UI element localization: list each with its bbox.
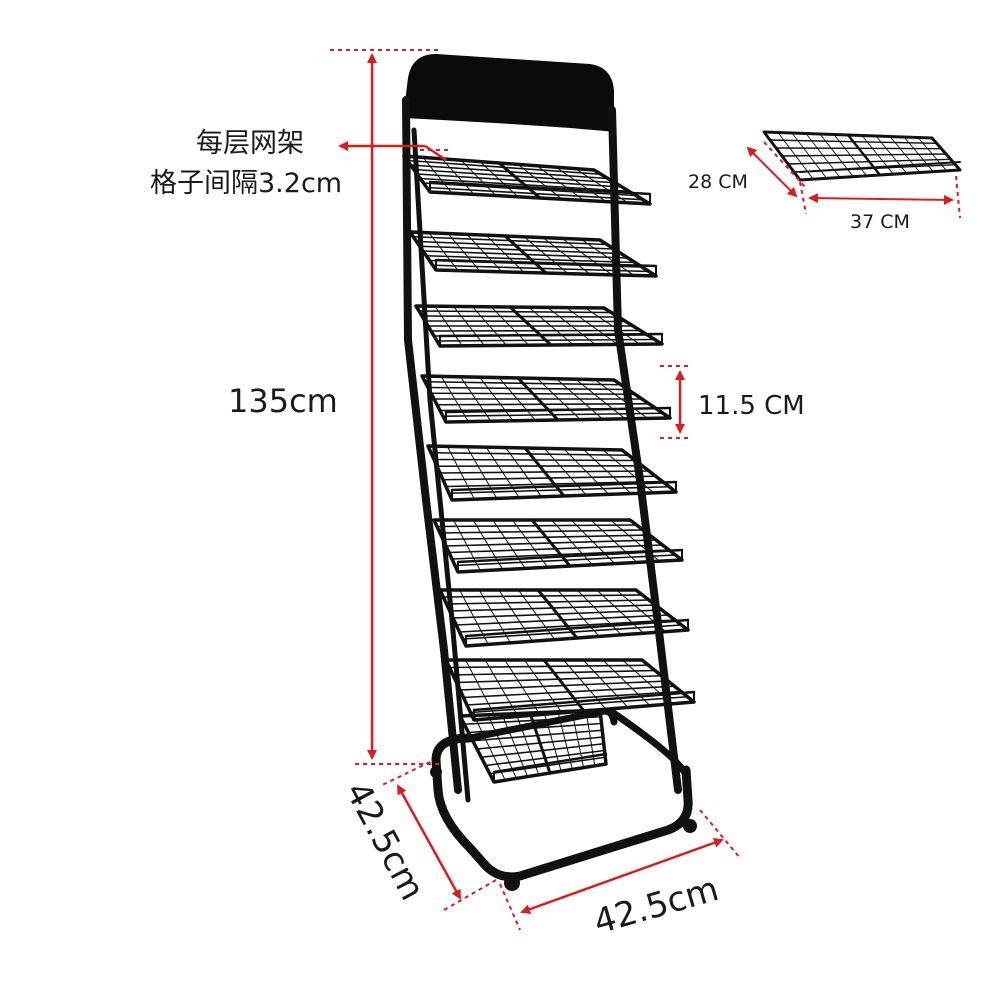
layer-label-line2: 格子间隔3.2cm [150, 168, 342, 199]
wire-shelf [402, 154, 652, 206]
caster-wheel [683, 819, 697, 833]
tray-width-label: 37 CM [850, 211, 910, 233]
tray-depth-label: 28 CM [688, 171, 748, 193]
height-dimension [330, 49, 440, 765]
rack-uprights [402, 96, 682, 803]
caster-wheel [430, 766, 442, 778]
wire-shelf [414, 304, 664, 348]
height-label: 135cm [228, 382, 338, 420]
base-rail-back [608, 708, 690, 780]
base-width-dimension [499, 809, 741, 931]
shelf-gap-dimension [660, 365, 690, 439]
layer-label-line1: 每层网架 [196, 128, 304, 159]
wire-shelf [408, 230, 658, 278]
caster-wheel [504, 875, 520, 891]
rack-header-panel [403, 54, 614, 132]
wire-shelf [438, 588, 690, 648]
wire-shelf [458, 708, 608, 784]
wire-display-rack [402, 54, 697, 891]
shelf-gap-label: 11.5 CM [698, 391, 805, 421]
single-tray-detail [762, 130, 962, 182]
tray-dimensions [746, 141, 961, 219]
wire-shelf [444, 658, 696, 722]
wire-shelf [426, 444, 678, 502]
wire-shelves [402, 154, 696, 784]
wire-shelf [420, 374, 672, 424]
base-depth-label: 42.5cm [337, 775, 432, 906]
wire-shelf [432, 518, 684, 574]
layer-spacing-pointer [338, 141, 450, 162]
base-depth-dimension [379, 761, 497, 911]
